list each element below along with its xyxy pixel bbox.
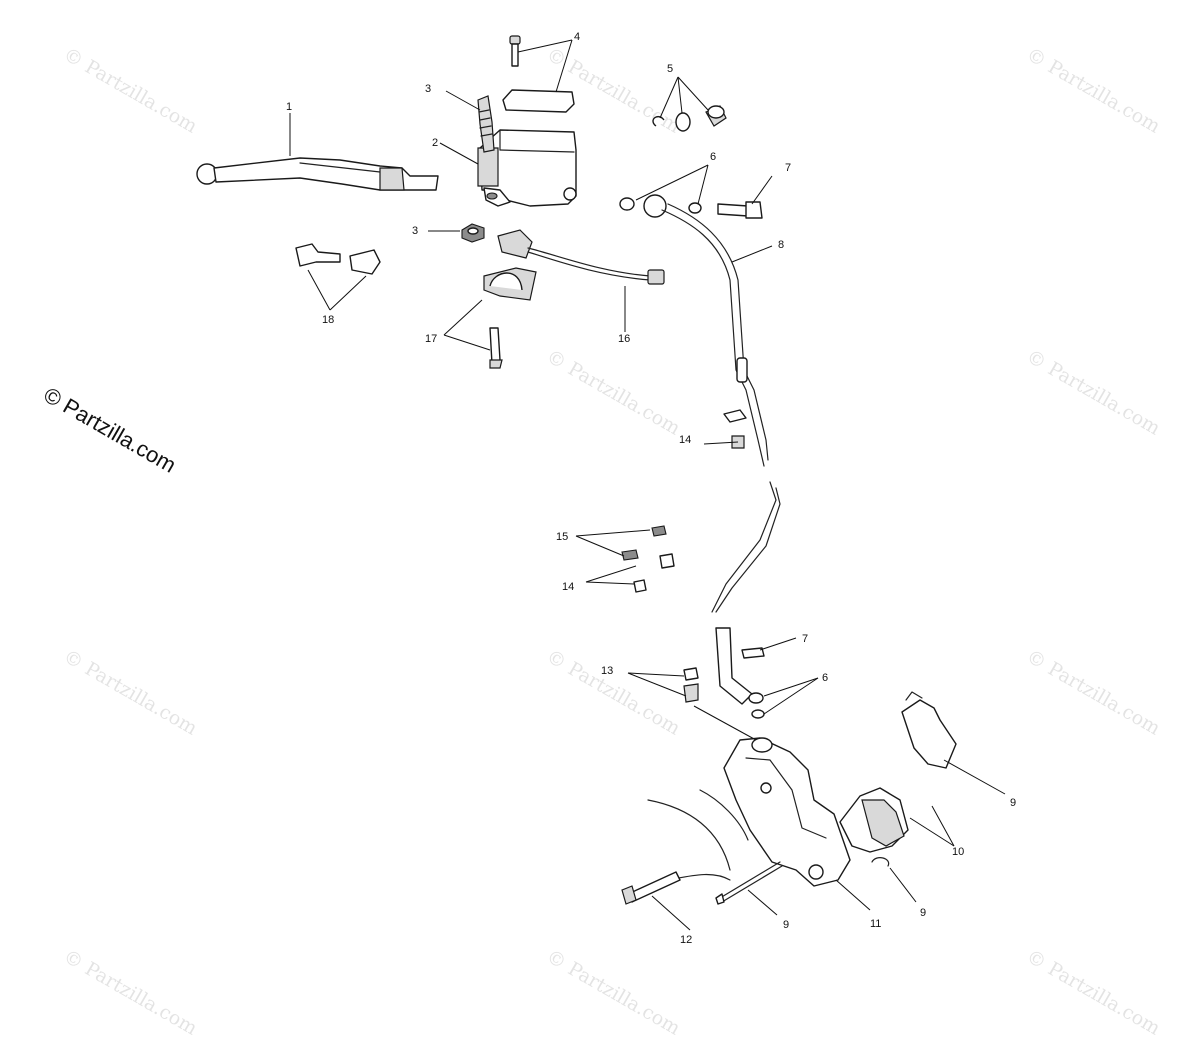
handlebar-clamp — [483, 267, 537, 369]
callout-8: 8 — [778, 239, 784, 251]
pivot-nut — [461, 223, 485, 243]
brake-hose — [661, 203, 781, 613]
watermark-tile: © Partzilla.com — [1023, 945, 1165, 1039]
watermark-tile: © Partzilla.com — [543, 43, 685, 137]
pad-spring — [901, 691, 957, 769]
callout-15: 15 — [556, 531, 568, 543]
brake-switch — [497, 229, 665, 285]
callout-9: 9 — [920, 907, 926, 919]
callout-17: 17 — [425, 333, 437, 345]
callout-7: 7 — [785, 162, 791, 174]
brake-caliper — [647, 737, 851, 887]
callout-9: 9 — [783, 919, 789, 931]
pin-clip — [871, 857, 890, 867]
callout-3: 3 — [412, 225, 418, 237]
callout-14: 14 — [562, 581, 574, 593]
banjo-bolt-top — [717, 201, 763, 219]
leader-lines — [289, 39, 1006, 931]
callout-1: 1 — [286, 101, 292, 113]
watermark-tile: © Partzilla.com — [543, 645, 685, 739]
brake-pads — [839, 787, 909, 853]
master-cylinder — [477, 129, 577, 207]
callout-labels: 1 2 3 3 4 5 6 6 7 7 8 9 9 9 10 11 12 13 … — [286, 31, 1016, 946]
lever-pivot-pieces — [295, 243, 381, 275]
callout-14: 14 — [679, 434, 691, 446]
watermark-tile: © Partzilla.com — [60, 645, 202, 739]
watermark-tile: © Partzilla.com — [1023, 43, 1165, 137]
watermark-tile: © Partzilla.com — [1023, 345, 1165, 439]
callout-9: 9 — [1010, 797, 1016, 809]
callout-13: 13 — [601, 665, 613, 677]
banjo-boot — [652, 105, 727, 132]
callout-16: 16 — [618, 333, 630, 345]
callout-3: 3 — [425, 83, 431, 95]
watermark-layer: © Partzilla.com © Partzilla.com © Partzi… — [60, 43, 1165, 1039]
banjo-fitting-top — [619, 194, 702, 218]
adjuster-sleeve — [477, 95, 495, 153]
callout-5: 5 — [667, 63, 673, 75]
watermark-tile: © Partzilla.com — [60, 43, 202, 137]
callout-11: 11 — [870, 918, 881, 930]
callout-12: 12 — [680, 934, 692, 946]
callout-6: 6 — [710, 151, 716, 163]
banjo-fitting-lower — [715, 627, 765, 719]
callout-7: 7 — [802, 633, 808, 645]
callout-6: 6 — [822, 672, 828, 684]
reservoir-cover — [502, 35, 575, 113]
watermark-tile: © Partzilla.com — [60, 945, 202, 1039]
small-fittings — [621, 525, 675, 593]
bleeder-screw — [683, 667, 699, 703]
callout-18: 18 — [322, 314, 334, 326]
callout-2: 2 — [432, 137, 438, 149]
watermark-tile: © Partzilla.com — [1023, 645, 1165, 739]
caliper-bolt — [621, 871, 681, 905]
callout-4: 4 — [574, 31, 580, 43]
pad-pin — [715, 861, 783, 905]
watermark-tile: © Partzilla.com — [543, 945, 685, 1039]
callout-10: 10 — [952, 846, 964, 858]
watermark-tile: © Partzilla.com — [543, 345, 685, 439]
brake-lever — [196, 157, 439, 191]
